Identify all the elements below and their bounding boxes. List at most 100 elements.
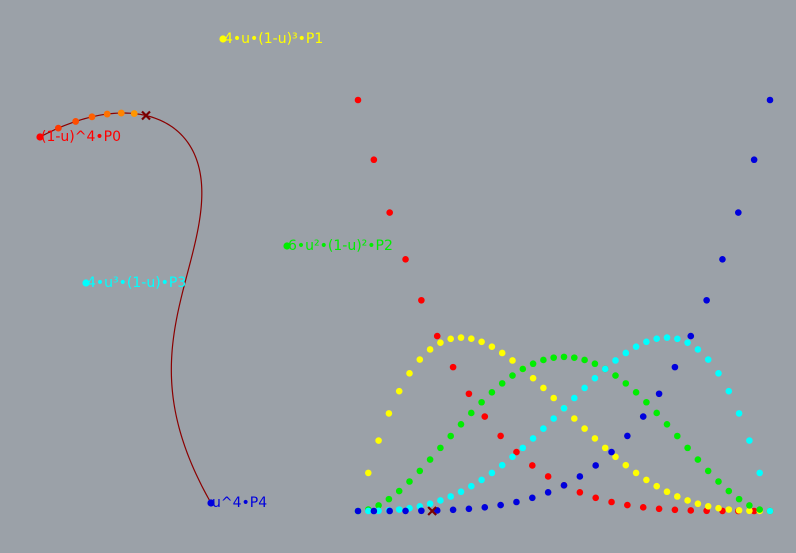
basis-point xyxy=(478,398,485,406)
basis-point xyxy=(571,354,578,361)
basis-point xyxy=(581,356,588,364)
basis-point xyxy=(509,453,516,461)
basis-point xyxy=(746,507,753,515)
curve-param-marker xyxy=(141,110,151,121)
basis-point xyxy=(746,437,753,444)
basis-series-b4 xyxy=(354,96,774,515)
control-point-label-p3: 4•u³•(1-u)•P3 xyxy=(87,275,186,291)
basis-point xyxy=(498,349,506,357)
basis-point xyxy=(416,467,424,475)
basis-point xyxy=(622,380,630,387)
basis-point xyxy=(465,505,473,513)
basis-point xyxy=(529,360,537,368)
basis-point xyxy=(674,432,681,440)
basis-point xyxy=(449,363,457,371)
basis-point xyxy=(370,156,378,164)
basis-point xyxy=(509,357,516,364)
basis-point xyxy=(725,387,733,395)
basis-point xyxy=(395,387,403,395)
basis-point xyxy=(529,374,537,382)
basis-point xyxy=(663,421,671,428)
basis-point xyxy=(497,432,504,440)
basis-point xyxy=(571,394,578,402)
basis-point xyxy=(735,495,743,503)
control-point-p2[interactable] xyxy=(283,242,291,250)
basis-point xyxy=(395,487,403,495)
basis-point xyxy=(449,506,457,514)
basis-point xyxy=(756,506,763,513)
basis-point xyxy=(519,444,527,452)
basis-point xyxy=(639,504,647,511)
basis-point xyxy=(468,482,475,490)
basis-point xyxy=(671,363,679,371)
basis-point xyxy=(643,338,650,346)
control-point-label-p4: u^4•P4 xyxy=(212,495,267,511)
basis-point xyxy=(581,425,588,432)
bezier-curve-panel xyxy=(36,109,212,504)
basis-point xyxy=(750,507,758,515)
basis-point xyxy=(513,498,520,506)
basis-point xyxy=(715,370,722,377)
basis-point xyxy=(663,334,671,341)
basis-point xyxy=(418,507,425,515)
basis-point xyxy=(601,365,609,373)
basis-point xyxy=(704,467,712,475)
basis-point xyxy=(416,356,424,363)
basis-point xyxy=(694,500,702,508)
basis-point xyxy=(457,421,465,428)
basis-point xyxy=(592,494,599,502)
basis-point xyxy=(591,374,599,382)
basis-point xyxy=(478,476,485,484)
basis-point xyxy=(468,409,475,417)
basis-point xyxy=(653,482,660,490)
basis-point xyxy=(488,389,496,396)
basis-point xyxy=(624,432,631,440)
basis-point xyxy=(488,343,496,350)
basis-point xyxy=(437,497,444,504)
basis-point xyxy=(694,456,702,463)
basis-point xyxy=(385,495,393,503)
basis-point xyxy=(684,339,691,346)
basis-point xyxy=(513,448,520,456)
bezier-curve xyxy=(39,112,212,504)
basis-point xyxy=(704,502,712,510)
basis-point xyxy=(550,415,557,422)
control-point-p1[interactable] xyxy=(219,35,227,43)
basis-point xyxy=(735,209,742,216)
basis-point xyxy=(365,469,372,477)
plot-param-marker xyxy=(427,506,437,516)
basis-point xyxy=(402,507,409,515)
basis-point xyxy=(465,390,473,398)
basis-point xyxy=(406,370,413,377)
basis-point xyxy=(725,487,733,495)
basis-point xyxy=(354,507,362,515)
curve-sample-dot xyxy=(72,118,80,125)
control-point-p3[interactable] xyxy=(82,279,90,287)
control-point-p4[interactable] xyxy=(207,499,215,507)
basis-point xyxy=(426,346,434,353)
basis-point xyxy=(529,494,536,502)
basis-point xyxy=(639,413,647,420)
basis-point xyxy=(519,365,527,373)
basis-point xyxy=(354,96,362,104)
basis-point xyxy=(735,507,743,514)
control-point-p0[interactable] xyxy=(36,133,44,141)
basis-point xyxy=(687,507,695,514)
basis-point xyxy=(612,357,619,364)
basis-point xyxy=(624,501,631,509)
basis-point xyxy=(719,256,726,263)
basis-point xyxy=(756,469,763,477)
basis-point xyxy=(581,384,588,392)
basis-point xyxy=(447,335,455,343)
basis-point xyxy=(766,507,774,515)
basis-point xyxy=(687,332,695,340)
basis-point xyxy=(385,410,393,417)
control-point-label-p2: 6•u²•(1-u)²•P2 xyxy=(288,238,393,254)
basis-point xyxy=(402,256,409,263)
control-point-label-p1: 4•u•(1-u)³•P1 xyxy=(224,31,323,47)
basis-point xyxy=(447,432,455,440)
basis-point xyxy=(418,296,425,304)
basis-point xyxy=(406,478,413,485)
basis-point xyxy=(375,507,382,515)
basis-point xyxy=(653,335,660,343)
